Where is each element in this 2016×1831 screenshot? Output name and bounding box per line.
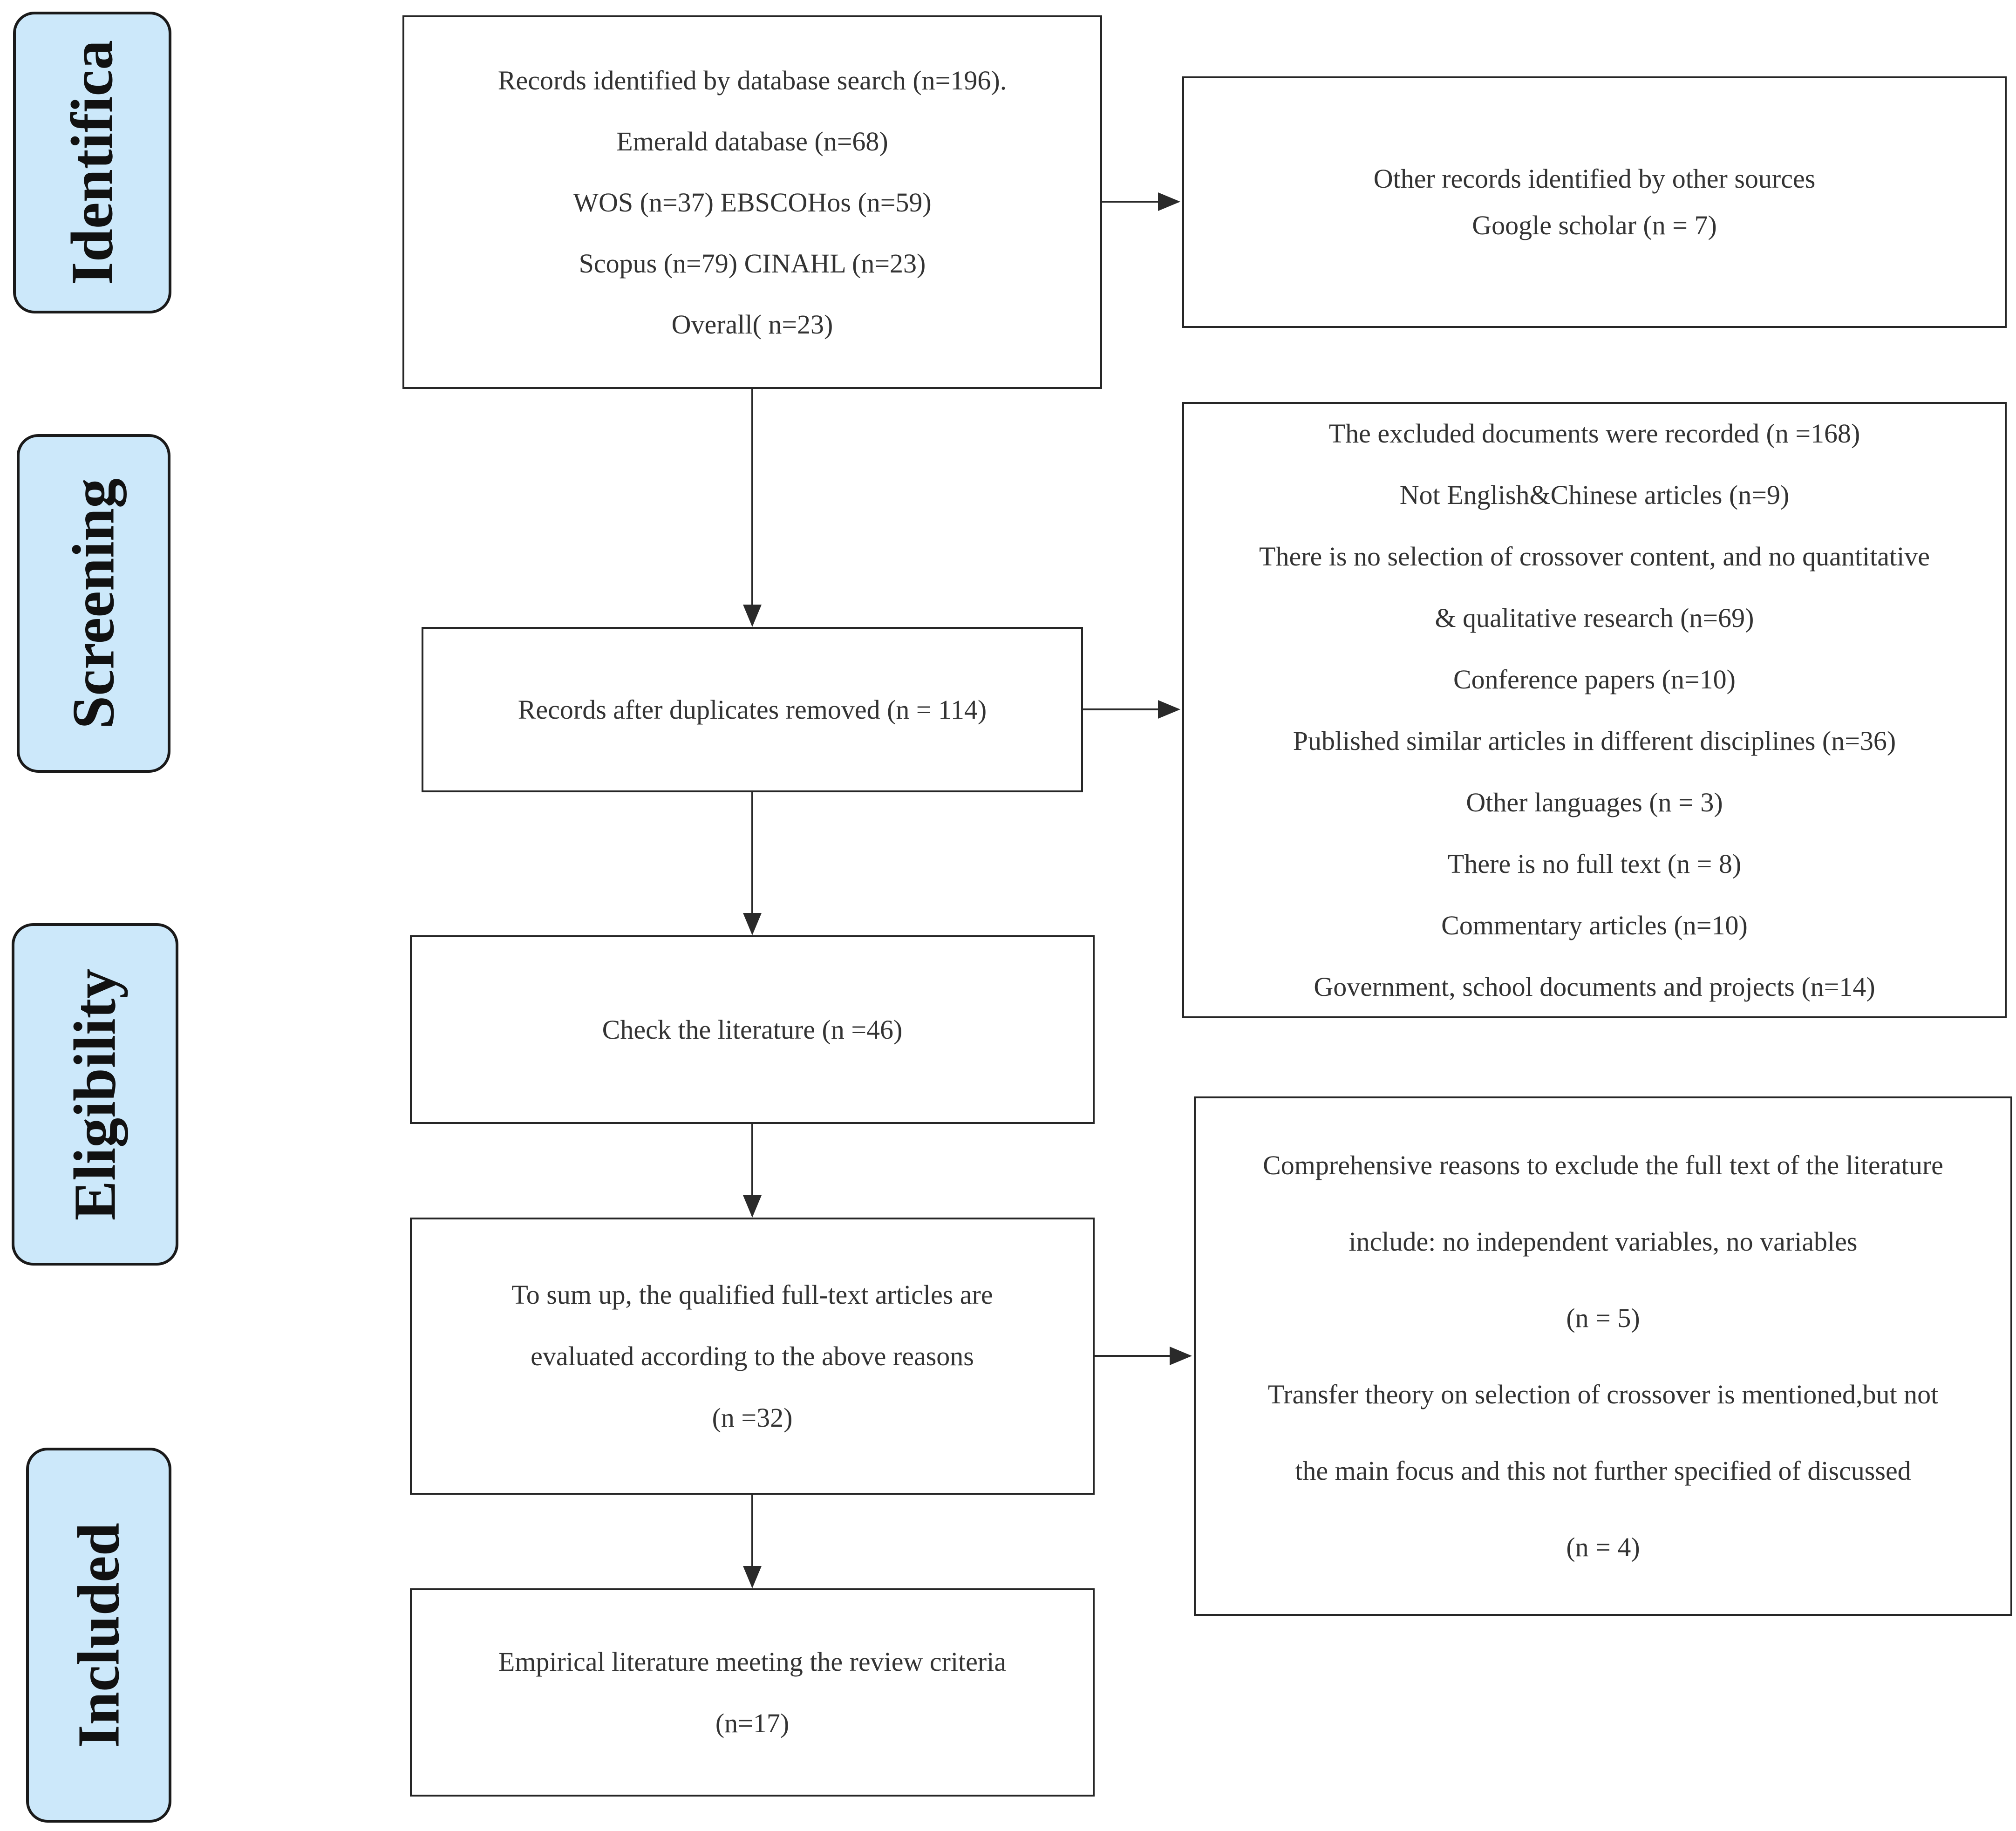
similar-articles-line: Published similar articles in different … <box>1293 725 1896 756</box>
qualified-articles-box: To sum up, the qualified full-text artic… <box>410 1218 1095 1495</box>
phase-eligibility: Eligibility <box>12 923 178 1266</box>
emerald-count-line: Emerald database (n=68) <box>616 126 888 157</box>
included-count-line: (n=17) <box>715 1708 790 1738</box>
government-documents-line: Government, school documents and project… <box>1314 971 1875 1002</box>
not-english-chinese-line: Not English&Chinese articles (n=9) <box>1399 479 1790 510</box>
qualified-count-line: (n =32) <box>712 1402 793 1433</box>
phase-included: Included <box>26 1448 171 1823</box>
qualified-line-2: evaluated according to the above reasons <box>531 1341 974 1371</box>
fulltext-count-2-line: (n = 4) <box>1566 1532 1640 1562</box>
records-identified-box: Records identified by database search (n… <box>402 15 1102 389</box>
included-line: Empirical literature meeting the review … <box>498 1646 1007 1677</box>
phase-screening: Screening <box>17 434 170 773</box>
conference-papers-line: Conference papers (n=10) <box>1453 664 1736 694</box>
fulltext-reason-line-1: Comprehensive reasons to exclude the ful… <box>1263 1150 1943 1180</box>
fulltext-excluded-box: Comprehensive reasons to exclude the ful… <box>1194 1096 2012 1616</box>
phase-screening-label: Screening <box>60 478 127 729</box>
commentary-articles-line: Commentary articles (n=10) <box>1441 910 1748 940</box>
duplicates-removed-box: Records after duplicates removed (n = 11… <box>422 627 1083 792</box>
scopus-cinahl-count-line: Scopus (n=79) CINAHL (n=23) <box>579 248 926 279</box>
phase-identification-label: Identifica <box>59 40 125 286</box>
overall-count-line: Overall( n=23) <box>671 309 833 340</box>
records-identified-line: Records identified by database search (n… <box>497 65 1007 95</box>
excluded-total-line: The excluded documents were recorded (n … <box>1328 418 1860 449</box>
transfer-theory-line-2: the main focus and this not further spec… <box>1295 1455 1911 1486</box>
qualitative-research-line: & qualitative research (n=69) <box>1435 602 1754 633</box>
other-languages-line: Other languages (n = 3) <box>1466 787 1723 817</box>
no-full-text-line: There is no full text (n = 8) <box>1447 848 1742 879</box>
fulltext-count-1-line: (n = 5) <box>1566 1302 1640 1333</box>
other-sources-box: Other records identified by other source… <box>1182 76 2007 328</box>
google-scholar-line: Google scholar (n = 7) <box>1472 210 1717 240</box>
duplicates-removed-line: Records after duplicates removed (n = 11… <box>518 694 987 725</box>
other-sources-line: Other records identified by other source… <box>1373 163 1816 194</box>
phase-identification: Identifica <box>13 12 171 313</box>
wos-ebsco-count-line: WOS (n=37) EBSCOHos (n=59) <box>573 187 932 218</box>
check-literature-line: Check the literature (n =46) <box>602 1014 903 1045</box>
fulltext-reason-line-2: include: no independent variables, no va… <box>1349 1226 1858 1257</box>
included-studies-box: Empirical literature meeting the review … <box>410 1588 1095 1797</box>
no-crossover-line: There is no selection of crossover conte… <box>1259 541 1930 572</box>
excluded-documents-box: The excluded documents were recorded (n … <box>1182 402 2007 1018</box>
check-literature-box: Check the literature (n =46) <box>410 935 1095 1124</box>
qualified-line-1: To sum up, the qualified full-text artic… <box>511 1279 993 1310</box>
phase-included-label: Included <box>65 1522 132 1748</box>
phase-eligibility-label: Eligibility <box>61 968 128 1220</box>
transfer-theory-line-1: Transfer theory on selection of crossove… <box>1267 1379 1939 1409</box>
